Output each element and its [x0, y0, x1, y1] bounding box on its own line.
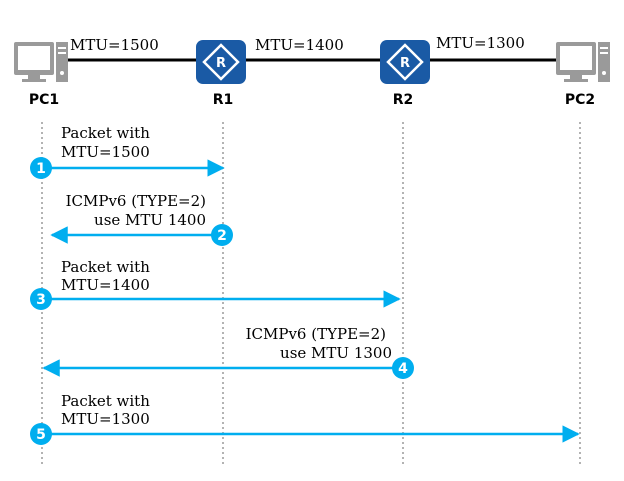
step-5-label-line1: Packet with [61, 392, 150, 410]
router-icon: R [196, 40, 246, 84]
step-3-label-line2: MTU=1400 [61, 276, 150, 294]
step-1-label-line1: Packet with [61, 124, 150, 142]
step-2-label-line2: use MTU 1400 [94, 211, 206, 229]
link-label-mtu-1300: MTU=1300 [436, 34, 525, 52]
pc-icon [556, 42, 610, 82]
step-2-label-line1: ICMPv6 (TYPE=2) [66, 192, 206, 210]
svg-text:R: R [400, 56, 410, 71]
step-3-badge [30, 288, 52, 310]
node-label-r2: R2 [393, 92, 414, 108]
link-label-mtu-1400: MTU=1400 [255, 36, 344, 54]
step-5-number: 5 [36, 427, 46, 443]
step-2-number: 2 [217, 228, 227, 244]
router-icon: R [380, 40, 430, 84]
step-2-badge [211, 224, 233, 246]
svg-text:R: R [216, 56, 226, 71]
step-4-label-line2: use MTU 1300 [280, 344, 392, 362]
step-1-badge [30, 157, 52, 179]
node-label-r1: R1 [213, 92, 234, 108]
step-4-number: 4 [398, 361, 408, 377]
step-5-badge [30, 423, 52, 445]
node-label-pc1: PC1 [29, 92, 59, 108]
step-3-number: 3 [36, 292, 46, 308]
step-1-number: 1 [36, 161, 46, 177]
step-1-label-line2: MTU=1500 [61, 143, 150, 161]
step-3-label-line1: Packet with [61, 258, 150, 276]
link-label-mtu-1500: MTU=1500 [70, 36, 159, 54]
step-5-label-line2: MTU=1300 [61, 410, 150, 428]
node-label-pc2: PC2 [565, 92, 595, 108]
step-4-badge [392, 357, 414, 379]
step-4-label-line1: ICMPv6 (TYPE=2) [246, 325, 386, 343]
pc-icon [14, 42, 68, 82]
